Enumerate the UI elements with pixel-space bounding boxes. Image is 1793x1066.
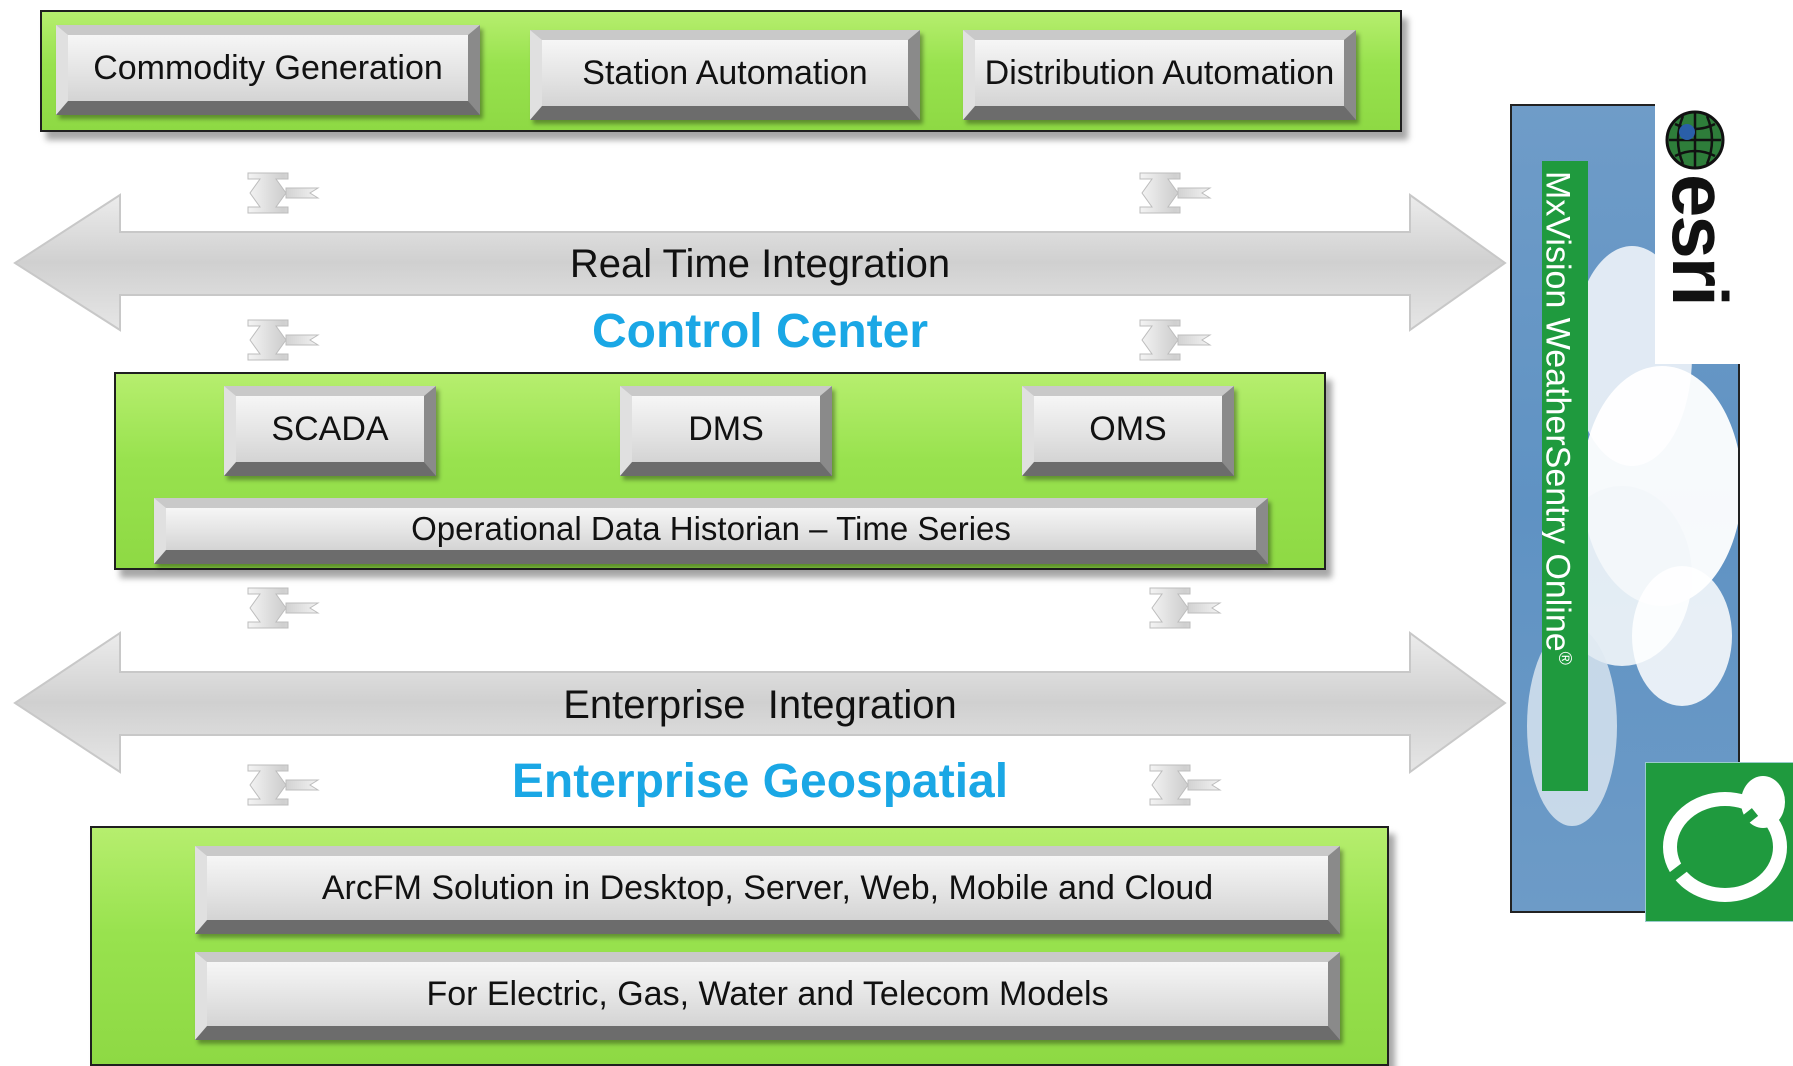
enterprise-geospatial-title: Enterprise Geospatial [511,755,1009,808]
utility-models-bar[interactable]: For Electric, Gas, Water and Telecom Mod… [195,952,1340,1040]
oms-button[interactable]: OMS [1022,386,1234,476]
station-automation-button[interactable]: Station Automation [530,30,920,120]
connector-icon [247,764,320,806]
real-time-integration-label: Real Time Integration [569,242,951,286]
dms-button[interactable]: DMS [620,386,832,476]
control-center-title: Control Center [592,305,928,358]
distribution-automation-button[interactable]: Distribution Automation [963,30,1356,120]
esri-wordmark: esri [1656,174,1744,305]
green-swirl-logo [1645,762,1793,922]
enterprise-integration-label: Enterprise Integration [563,683,957,727]
globe-icon [1665,110,1725,170]
connector-icon [1139,172,1212,214]
commodity-generation-button[interactable]: Commodity Generation [56,25,480,115]
esri-logo[interactable]: esri [1655,104,1744,364]
connector-icon [247,172,320,214]
connector-icon [247,587,320,629]
enterprise-integration-arrow [13,631,1507,774]
registered-mark: ® [1555,651,1575,665]
real-time-integration-arrow [13,193,1507,332]
weather-sentry-badge: MxVision WeatherSentry Online® [1542,161,1588,791]
scada-button[interactable]: SCADA [224,386,436,476]
connector-icon [1149,587,1222,629]
arcfm-solution-bar[interactable]: ArcFM Solution in Desktop, Server, Web, … [195,846,1340,934]
connector-icon [1139,319,1212,361]
operational-data-historian-bar[interactable]: Operational Data Historian – Time Series [154,498,1268,564]
weather-product-name: MxVision WeatherSentry Online® [1542,171,1577,665]
connector-icon [247,319,320,361]
connector-icon [1149,764,1222,806]
